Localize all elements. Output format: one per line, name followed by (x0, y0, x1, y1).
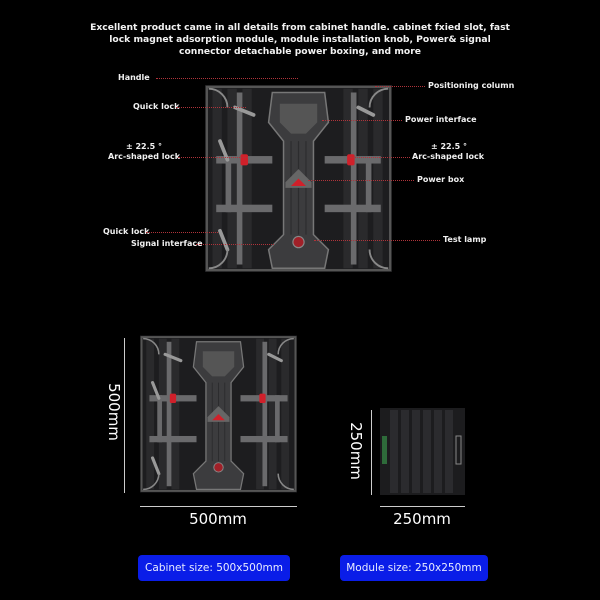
module-height-label: 250mm (347, 422, 365, 480)
module-size-image (380, 408, 465, 495)
module-height-arrow (371, 410, 372, 495)
module-width-arrow (380, 506, 465, 507)
callout-line (146, 232, 218, 233)
module-size-button[interactable]: Module size: 250x250mm (340, 555, 488, 581)
module-width-label: 250mm (393, 510, 451, 528)
callout-line (176, 107, 246, 108)
callout-positioning-column: Positioning column (428, 81, 515, 90)
callout-handle: Handle (118, 73, 150, 82)
callout-arc-right-angle: ± 22.5 ° (431, 142, 468, 151)
callout-line (322, 120, 402, 121)
cabinet-height-label: 500mm (105, 383, 123, 441)
callout-quick-lock-bottom: Quick lock (103, 227, 150, 236)
callout-line (196, 244, 274, 245)
callout-quick-lock-top: Quick lock (133, 102, 180, 111)
cabinet-size-button[interactable]: Cabinet size: 500x500mm (138, 555, 290, 581)
callout-line (350, 157, 410, 158)
callout-line (314, 240, 440, 241)
cabinet-size-image (140, 335, 297, 493)
callout-arc-left: Arc-shaped lock (108, 152, 181, 161)
callout-signal-interface: Signal interface (131, 239, 203, 248)
callout-line (308, 180, 414, 181)
callout-power-interface: Power interface (405, 115, 477, 124)
callout-arc-right: Arc-shaped lock (412, 152, 485, 161)
headline: Excellent product came in all details fr… (90, 22, 510, 57)
cabinet-width-arrow (140, 506, 297, 507)
cabinet-width-label: 500mm (189, 510, 247, 528)
callout-line (178, 157, 248, 158)
cabinet-height-arrow (124, 338, 125, 493)
callout-line (375, 86, 425, 87)
callout-power-box: Power box (417, 175, 465, 184)
callout-arc-left-angle: ± 22.5 ° (126, 142, 163, 151)
callout-test-lamp: Test lamp (443, 235, 487, 244)
callout-line (156, 78, 298, 79)
